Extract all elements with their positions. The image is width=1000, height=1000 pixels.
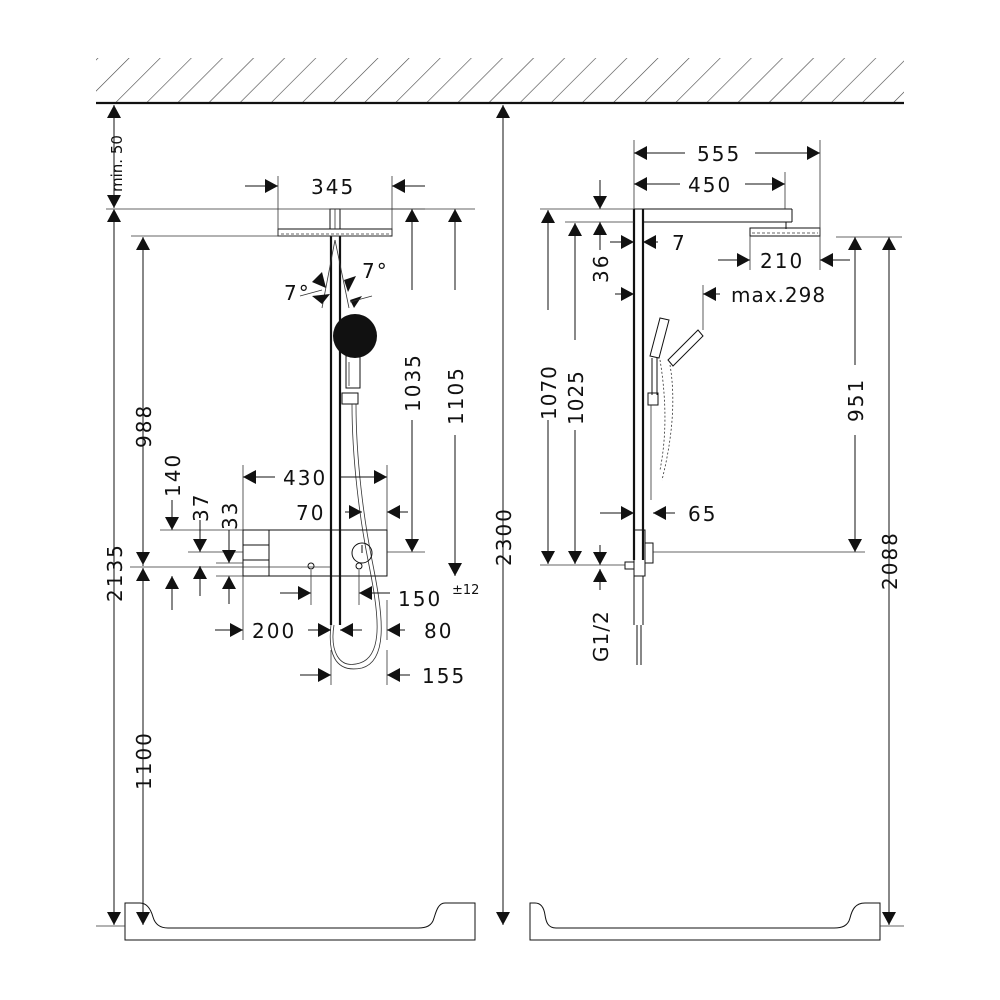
angle-right-label: 7°	[362, 259, 389, 283]
height-1100-label: 1100	[132, 731, 156, 790]
spacing-150-label: 150	[398, 587, 442, 611]
tolerance-label: ±12	[452, 583, 479, 598]
min-gap-label: min. 50	[108, 135, 126, 192]
depth-65-label: 65	[688, 502, 717, 526]
projection-555-label: 555	[697, 142, 741, 166]
width-80-label: 80	[424, 619, 453, 643]
head-width-label: 345	[311, 175, 355, 199]
shower-head-front	[277, 208, 393, 237]
offset-36-label: 36	[589, 254, 613, 283]
offset-140-label: 140	[161, 453, 185, 497]
riser-pipe-side	[632, 208, 793, 560]
projection-450-label: 450	[688, 173, 732, 197]
shower-head-side	[749, 227, 821, 237]
head-height-1105-label: 1105	[444, 366, 468, 425]
height-1070-label: 1070	[537, 365, 561, 420]
height-2135-label: 2135	[103, 543, 127, 602]
hand-shower-side	[647, 317, 704, 500]
ceiling	[96, 58, 904, 105]
thermostat-side	[624, 529, 654, 665]
thermostat-front	[242, 529, 388, 577]
front-view: min. 50 2135 988 1100 140 37	[96, 105, 479, 941]
side-view: 555 450 7 36 210 max.298	[529, 140, 904, 941]
riser-pipe-front	[329, 236, 342, 625]
head-210-label: 210	[760, 249, 804, 273]
width-200-label: 200	[252, 619, 296, 643]
max-298-label: max.298	[731, 283, 826, 307]
offset-33-label: 33	[218, 501, 242, 530]
angle-left-label: 7°	[284, 281, 311, 305]
overall-height-dimension: 2300	[492, 105, 516, 925]
height-951-label: 951	[844, 378, 868, 422]
width-155-label: 155	[422, 664, 466, 688]
thermostat-width-label: 430	[283, 466, 327, 490]
hand-shower-front	[329, 314, 382, 670]
height-2088-label: 2088	[878, 531, 902, 590]
connection-label: G1/2	[589, 610, 613, 662]
shower-tray-side	[529, 902, 881, 941]
head-height-1035-label: 1035	[401, 353, 425, 412]
height-1025-label: 1025	[564, 370, 588, 425]
height-988-label: 988	[132, 404, 156, 448]
shower-tray-front	[124, 902, 476, 941]
offset-37-label: 37	[189, 493, 213, 522]
offset-7-label: 7	[672, 231, 687, 255]
overall-height-label: 2300	[492, 507, 516, 566]
depth-70-label: 70	[296, 501, 325, 525]
